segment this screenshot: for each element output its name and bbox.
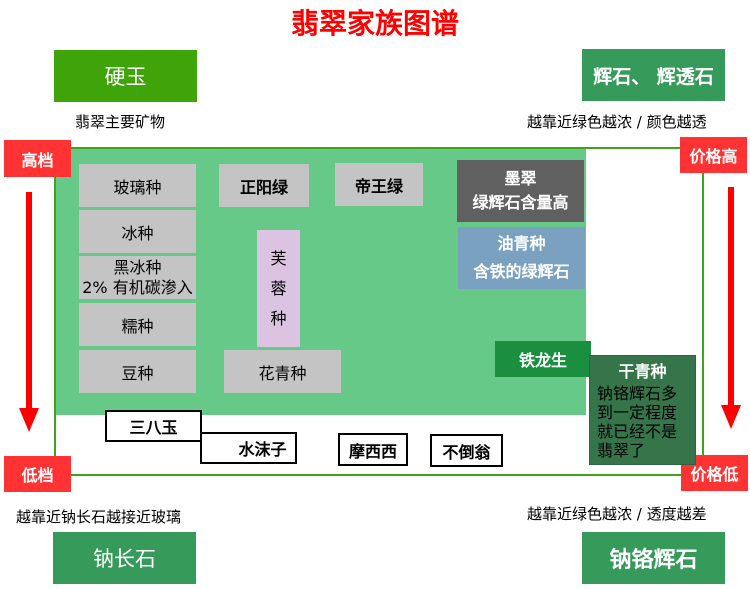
variety-youqing: 油青种 含铁的绿辉石 (458, 227, 585, 289)
variety-black-ice-note: 2% 有机碳渗入 (82, 277, 193, 297)
diagram-title: 翡翠家族图谱 (290, 7, 459, 40)
grade-arrow-shaft (26, 192, 32, 408)
mineral-jadeite-label: 硬玉 (104, 65, 147, 89)
imitation-sanbayu: 三八玉 (105, 410, 202, 442)
mineral-albite-label: 钠长石 (93, 547, 156, 571)
caption-albite: 越靠近钠长石越接近玻璃 (16, 508, 182, 526)
mineral-kosmochlor-label: 钠铬辉石 (609, 548, 698, 573)
mineral-pyroxene-box: 辉石、 辉透石 (582, 49, 725, 101)
imitation-shuimozi: 水沫子 (200, 432, 297, 464)
mineral-kosmochlor-box: 钠铬辉石 (582, 532, 725, 584)
caption-jadeite: 翡翠主要矿物 (75, 113, 166, 131)
variety-zhengyang-green: 正阳绿 (219, 164, 309, 207)
imitation-budaoweng: 不倒翁 (430, 434, 503, 467)
variety-furong-char-2: 蓉 (270, 278, 287, 298)
variety-furong-char-1: 芙 (270, 248, 287, 268)
variety-ganqing-label: 干青种 (618, 362, 667, 381)
variety-tielongsheng-label: 铁龙生 (518, 351, 567, 370)
variety-zhengyang-green-label: 正阳绿 (239, 177, 288, 197)
variety-youqing-note: 含铁的绿辉石 (473, 262, 570, 281)
variety-furong: 芙 蓉 种 (257, 230, 300, 347)
diagram-frame (54, 147, 704, 476)
imitation-shuimozi-label: 水沫子 (238, 440, 287, 459)
variety-ganqing: 干青种 钠铬辉石多到一定程度就已经不是翡翠了 (589, 355, 696, 465)
variety-youqing-label: 油青种 (497, 234, 546, 253)
variety-glutinous-label: 糯种 (121, 316, 154, 336)
imitation-sanbayu-label: 三八玉 (129, 418, 178, 437)
price-arrow-shaft (728, 187, 734, 405)
variety-huaqing: 花青种 (224, 350, 341, 393)
imitation-moxixi: 摩西西 (338, 433, 408, 466)
variety-glass-label: 玻璃种 (113, 177, 162, 197)
variety-ice-label: 冰种 (121, 223, 154, 243)
variety-bean: 豆种 (79, 350, 196, 393)
caption-pyroxene: 越靠近绿色越浓 / 颜色越透 (527, 113, 707, 131)
variety-mocui: 墨翠 绿辉石含量高 (457, 160, 584, 222)
variety-imperial-green: 帝王绿 (335, 163, 423, 206)
variety-tielongsheng: 铁龙生 (495, 341, 591, 377)
tag-high-price: 价格高 (680, 137, 747, 173)
grade-arrow-head-icon (19, 408, 39, 432)
price-arrow-head-icon (721, 405, 741, 429)
imitation-moxixi-label: 摩西西 (348, 441, 397, 461)
variety-mocui-label: 墨翠 (504, 169, 537, 188)
variety-huaqing-label: 花青种 (258, 363, 307, 383)
mineral-albite-box: 钠长石 (53, 532, 196, 584)
variety-imperial-green-label: 帝王绿 (354, 176, 403, 196)
mineral-pyroxene-label: 辉石、 辉透石 (593, 65, 714, 88)
imitation-budaoweng-label: 不倒翁 (442, 442, 491, 462)
variety-mocui-note: 绿辉石含量高 (472, 193, 569, 212)
variety-furong-char-3: 种 (270, 308, 287, 328)
variety-bean-label: 豆种 (121, 363, 154, 383)
variety-ganqing-note: 钠铬辉石多到一定程度就已经不是翡翠了 (597, 384, 678, 460)
variety-ice: 冰种 (79, 210, 196, 253)
variety-glass: 玻璃种 (79, 164, 196, 207)
variety-black-ice-label: 黑冰种 (113, 257, 162, 277)
variety-glutinous: 糯种 (79, 303, 196, 346)
tag-low-grade: 低档 (4, 456, 71, 492)
variety-black-ice: 黑冰种 2% 有机碳渗入 (79, 256, 196, 299)
caption-kosmochlor: 越靠近绿色越浓 / 透度越差 (527, 505, 707, 523)
tag-high-grade: 高档 (4, 140, 71, 177)
mineral-jadeite-box: 硬玉 (54, 50, 197, 102)
